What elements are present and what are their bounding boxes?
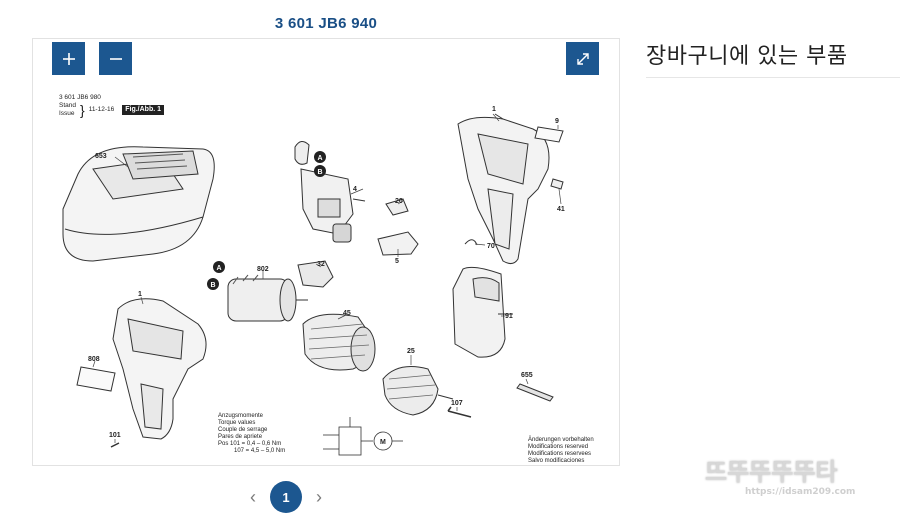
torque-row: Pos 101 = 0,4 – 0,6 Nm	[218, 441, 282, 447]
watermark-url: https://idsam209.com	[745, 487, 856, 497]
notice-line: Modifications reserved	[528, 444, 589, 450]
zoom-out-button[interactable]	[99, 42, 132, 75]
callout: 32	[317, 261, 325, 268]
callout: 107	[451, 400, 463, 407]
page-button-current[interactable]: 1	[270, 481, 302, 513]
issue-label: Issue	[59, 110, 75, 117]
minus-icon	[109, 57, 122, 60]
torque-row: 107 = 4,5 – 5,0 Nm	[234, 448, 286, 454]
figure-label: Fig./Abb. 1	[122, 105, 165, 115]
small-part-41-drawing	[550, 178, 564, 190]
watermark: 뜨뚜뚜뚜뚜타 https://idsam209.com	[705, 458, 895, 508]
notice-line: Salvo modificaciones	[528, 458, 585, 464]
callout: 1	[138, 291, 142, 298]
parts-diagram-viewer[interactable]: A B A B 1 9 41 70 653 4 20 5 802 32 45 9…	[32, 38, 620, 466]
watermark-main: 뜨뚜뚜뚜뚜타	[705, 458, 838, 486]
chuck-part-drawing	[382, 366, 454, 416]
plus-icon	[62, 52, 75, 65]
callout: 70	[487, 243, 495, 250]
schematic-label: M	[380, 439, 386, 446]
zoom-in-button[interactable]	[52, 42, 85, 75]
torque-line: Pares de apriete	[218, 434, 263, 440]
pagination: ‹ 1 ›	[246, 481, 326, 513]
callout: 101	[109, 432, 121, 439]
torque-line: Torque values	[218, 420, 256, 426]
bit-part-drawing	[516, 383, 554, 402]
drawing-code: 3 601 JB6 980	[59, 94, 101, 101]
callout: 41	[557, 206, 565, 213]
housing-shell-drawing	[457, 113, 550, 265]
screw-107-drawing	[447, 406, 472, 418]
clip-part-drawing	[385, 198, 409, 216]
screw-101-drawing	[110, 442, 120, 448]
fullscreen-button[interactable]	[566, 42, 599, 75]
callout: 653	[95, 153, 107, 160]
charger-part-drawing	[62, 146, 215, 262]
notice-line: Modifications reservees	[528, 451, 592, 457]
callout: 4	[353, 186, 357, 193]
exploded-parts-diagram: A B A B 1 9 41 70 653 4 20 5 802 32 45 9…	[62, 106, 565, 456]
drill-body-drawing	[112, 298, 207, 440]
part-number-title: 3 601 JB6 940	[274, 15, 378, 32]
brace-glyph: }	[80, 102, 85, 118]
marker-circles: A B A B	[207, 151, 326, 290]
motor-schematic-drawing	[323, 417, 403, 456]
callout: 45	[343, 310, 351, 317]
chevron-left-icon[interactable]: ‹	[250, 486, 256, 507]
callout: 9	[555, 118, 559, 125]
callout: 25	[407, 348, 415, 355]
drawing-date: 11-12-16	[88, 106, 115, 113]
divider	[646, 77, 900, 78]
callout-labels: 1 9 41 70 653 4 20 5 802 32 45 91 1 808 …	[88, 106, 565, 446]
label-part-drawing	[534, 126, 564, 143]
callout: 655	[521, 372, 533, 379]
callout: 91	[505, 313, 513, 320]
callout: 1	[492, 106, 496, 113]
callout: 808	[88, 356, 100, 363]
marker-b-label: B	[210, 282, 215, 289]
torque-line: Anzugsmomente	[218, 413, 264, 419]
label-808-drawing	[76, 366, 116, 392]
switch-part-drawing	[294, 141, 366, 243]
notice-line: Änderungen vorbehalten	[528, 437, 594, 443]
callout: 5	[395, 258, 399, 265]
slide-part-drawing	[377, 231, 419, 256]
marker-a-label: A	[317, 155, 322, 162]
drawing-metadata: 3 601 JB6 980 Stand Issue } 11-12-16 Fig…	[59, 94, 165, 118]
marker-b-label: B	[317, 169, 322, 176]
chevron-right-icon[interactable]: ›	[316, 486, 322, 507]
marker-a-label: A	[216, 265, 221, 272]
stand-label: Stand	[59, 102, 76, 109]
cart-heading: 장바구니에 있는 부품	[646, 44, 848, 69]
battery-part-drawing	[452, 266, 513, 358]
torque-values: Anzugsmomente Torque values Couple de se…	[218, 413, 285, 455]
torque-line: Couple de serrage	[218, 427, 268, 433]
callout: 20	[395, 198, 403, 205]
motor-part-drawing	[227, 274, 308, 322]
expand-icon	[576, 52, 589, 65]
modification-notice: Änderungen vorbehalten Modifications res…	[528, 437, 594, 465]
callout: 802	[257, 266, 269, 273]
part-32-drawing	[297, 260, 334, 288]
gearbox-part-drawing	[302, 313, 376, 372]
